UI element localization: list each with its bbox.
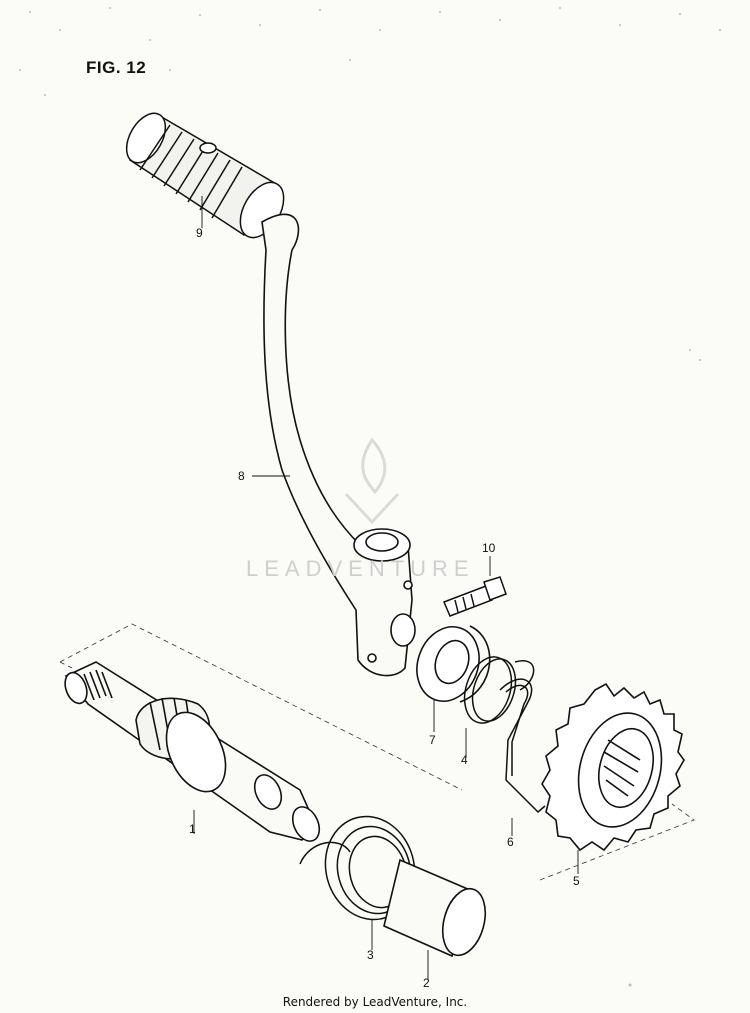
callout-3: 3 [367,948,374,962]
spring-wire-part-6 [499,678,546,814]
callout-7: 7 [429,733,436,747]
gear-part-5 [541,682,685,852]
scan-noise [19,7,721,987]
callout-8: 8 [238,469,245,483]
callout-10: 10 [482,541,496,555]
watermark-text: LEADVENTURE [246,556,475,581]
dashed-boundary [59,623,695,881]
grip-part-9 [125,112,285,239]
callout-4: 4 [461,753,468,767]
guide-part-2 [383,858,487,958]
washer-part-7 [416,625,491,703]
callout-1: 1 [189,822,196,836]
callout-6: 6 [507,835,514,849]
callout-5: 5 [573,874,580,888]
watermark-logo [344,437,400,525]
leader-lines [193,196,579,980]
footer-credit: Rendered by LeadVenture, Inc. [282,995,468,1009]
callout-2: 2 [423,976,430,990]
kick-shaft-part-1 [64,661,321,842]
bolt-part-10 [443,576,507,617]
kick-lever-part-8 [261,213,416,677]
callout-9: 9 [196,226,203,240]
figure-title: FIG. 12 [86,58,147,77]
